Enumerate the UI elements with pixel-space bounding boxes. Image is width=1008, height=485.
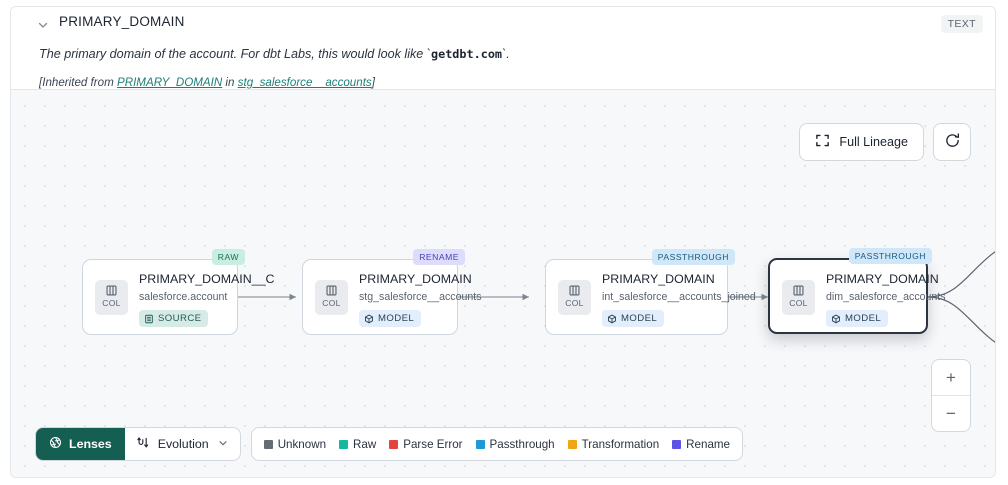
lenses-label: Lenses — [69, 437, 112, 451]
lineage-legend: Unknown Raw Parse Error Passthrough — [250, 427, 743, 461]
col-badge-label: COL — [789, 298, 808, 308]
node-kind-label: MODEL — [621, 313, 658, 324]
inherited-middle: in — [222, 76, 238, 89]
legend-label: Unknown — [277, 437, 327, 451]
legend-label: Parse Error — [403, 437, 463, 451]
col-icon: COL — [558, 280, 591, 315]
canvas-bottom-bar: Lenses Evolution — [35, 427, 743, 461]
description-text: The primary domain of the account. For d… — [39, 47, 431, 61]
evolution-label: Evolution — [157, 437, 209, 451]
node-kind-label: MODEL — [845, 313, 882, 324]
column-detail-panel: PRIMARY_DOMAIN TEXT The primary domain o… — [10, 6, 996, 478]
page-title: PRIMARY_DOMAIN — [59, 14, 185, 29]
column-type-badge: TEXT — [940, 15, 983, 33]
node-kind-badge: SOURCE — [139, 310, 209, 327]
lenses-evolution-group: Lenses Evolution — [35, 427, 241, 461]
node-subtitle: stg_salesforce__accounts — [359, 291, 482, 303]
evolution-dropdown[interactable]: Evolution — [125, 428, 240, 460]
zoom-in-button[interactable]: + — [932, 360, 970, 396]
edge-out-lower — [927, 296, 995, 343]
node-name: PRIMARY_DOMAIN — [826, 272, 939, 286]
legend-label: Passthrough — [489, 437, 555, 451]
inherited-column-link[interactable]: PRIMARY_DOMAIN — [116, 76, 223, 89]
node-tag-badge: PASSTHROUGH — [651, 249, 735, 265]
chevron-down-icon — [217, 437, 229, 452]
col-badge-label: COL — [322, 298, 341, 308]
node-name: PRIMARY_DOMAIN — [359, 272, 472, 286]
aperture-icon — [49, 436, 62, 452]
lineage-node[interactable]: RENAME COL PRIMARY_DOMAIN stg_salesforce… — [302, 249, 482, 335]
inherited-from-note: [Inherited from PRIMARY_DOMAIN in stg_sa… — [39, 76, 375, 89]
lineage-canvas[interactable]: RAW COL PRIMARY_DOMAIN__C salesforce.acc… — [11, 90, 995, 477]
legend-item: Unknown — [263, 437, 327, 451]
legend-item: Raw — [339, 438, 376, 451]
node-tag-badge: RAW — [211, 249, 245, 265]
zoom-controls: + − — [931, 359, 971, 432]
node-subtitle: dim_salesforce_accounts — [826, 291, 946, 303]
edge-out-upper — [927, 251, 995, 298]
legend-label: Raw — [353, 437, 377, 451]
legend-swatch — [389, 439, 399, 449]
flow-icon — [136, 436, 150, 453]
description-text-end: `. — [502, 47, 510, 61]
node-subtitle: salesforce.account — [139, 291, 228, 303]
expand-corners-icon — [815, 133, 830, 151]
lineage-node-selected[interactable]: PASSTHROUGH COL PRIMARY_DOMAIN dim_sales… — [768, 248, 946, 334]
column-description: The primary domain of the account. For d… — [39, 47, 510, 61]
column-header: PRIMARY_DOMAIN TEXT The primary domain o… — [11, 7, 995, 90]
legend-label: Transformation — [581, 437, 660, 451]
legend-item: Parse Error — [389, 437, 463, 451]
col-icon: COL — [315, 280, 348, 315]
refresh-button[interactable] — [933, 123, 971, 161]
legend-label: Rename — [686, 437, 730, 451]
legend-item: Passthrough — [475, 437, 555, 451]
node-kind-badge: MODEL — [602, 310, 665, 327]
col-badge-label: COL — [102, 298, 121, 308]
legend-item: Rename — [672, 438, 730, 451]
node-name: PRIMARY_DOMAIN — [602, 272, 715, 286]
database-icon — [145, 314, 153, 323]
col-icon: COL — [95, 280, 128, 315]
node-kind-badge: MODEL — [359, 310, 422, 327]
legend-swatch — [672, 439, 682, 449]
column-header-row: PRIMARY_DOMAIN TEXT — [11, 14, 995, 36]
cube-icon — [608, 314, 616, 323]
lenses-button[interactable]: Lenses — [36, 428, 125, 460]
legend-item: Transformation — [567, 437, 660, 451]
node-tag-badge: PASSTHROUGH — [848, 248, 932, 264]
legend-swatch — [339, 439, 349, 449]
cube-icon — [832, 314, 840, 323]
full-lineage-label: Full Lineage — [839, 135, 908, 149]
lineage-node[interactable]: PASSTHROUGH COL PRIMARY_DOMAIN int_sales… — [545, 249, 756, 335]
cube-icon — [365, 314, 373, 323]
node-kind-badge: MODEL — [826, 310, 889, 327]
legend-swatch — [263, 439, 273, 449]
node-subtitle: int_salesforce__accounts_joined — [602, 291, 756, 303]
refresh-icon — [944, 132, 961, 152]
chevron-down-icon[interactable] — [36, 18, 50, 32]
legend-swatch — [475, 439, 485, 449]
node-tag-badge: RENAME — [413, 249, 465, 265]
node-name: PRIMARY_DOMAIN__C — [139, 272, 275, 286]
lineage-node[interactable]: RAW COL PRIMARY_DOMAIN__C salesforce.acc… — [82, 249, 274, 335]
node-kind-label: MODEL — [378, 313, 415, 324]
col-badge-label: COL — [565, 298, 584, 308]
col-icon: COL — [782, 280, 815, 315]
inherited-suffix: ] — [371, 76, 375, 89]
zoom-out-button[interactable]: − — [946, 403, 956, 423]
description-code: getdbt.com — [431, 47, 503, 61]
canvas-top-controls: Full Lineage — [799, 123, 971, 161]
inherited-prefix: [Inherited from — [39, 76, 117, 89]
inherited-model-link[interactable]: stg_salesforce__accounts — [237, 76, 372, 89]
legend-swatch — [567, 439, 577, 449]
node-kind-label: SOURCE — [158, 313, 202, 324]
full-lineage-button[interactable]: Full Lineage — [799, 123, 924, 161]
